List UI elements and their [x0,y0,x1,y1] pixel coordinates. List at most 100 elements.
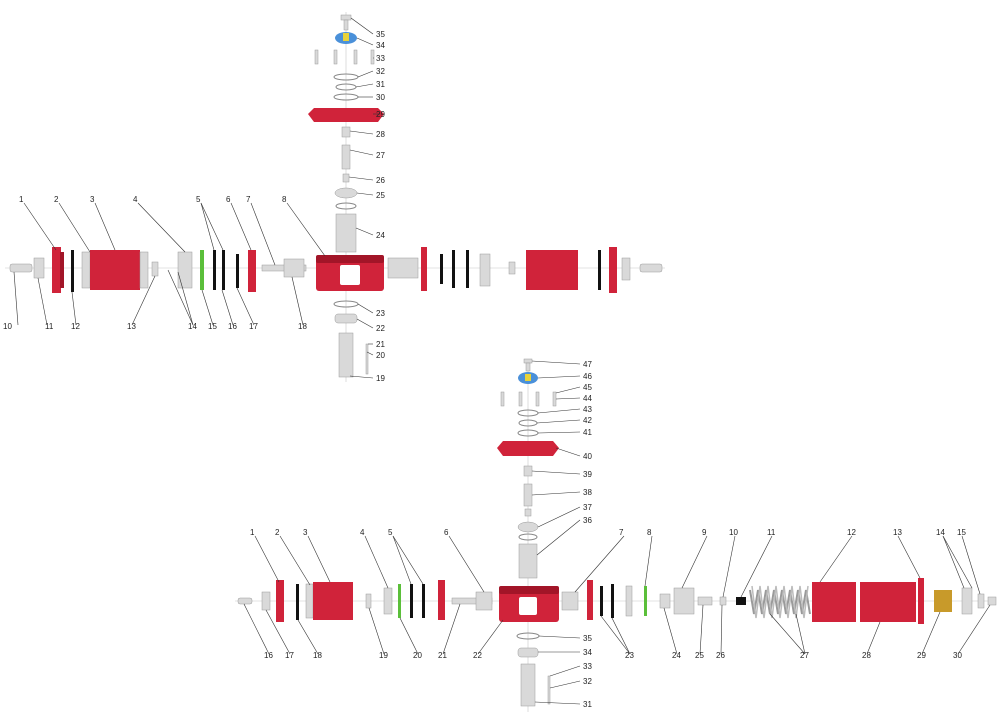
top-rack-piston-right [421,247,427,291]
label-top-26: 26 [376,176,385,185]
label-bottom-20: 20 [413,651,422,660]
label-bottom-28: 28 [862,651,871,660]
label-top-34: 34 [376,41,385,50]
bottom-piston-seal-a [410,584,413,618]
label-top-15: 15 [208,322,217,331]
top-piston-seal-c [236,254,239,288]
bottom-end-cap-right-13 [918,578,924,624]
bottom-pinion-38 [523,483,533,507]
label-bottom-15: 15 [957,528,966,537]
bottom-spring-cartridge-9 [673,587,695,615]
bottom-end-cap-left [276,580,284,622]
bottom-assembly: 1 2 3 4 5 6 7 8 9 10 11 12 13 14 15 16 1… [235,358,997,712]
bottom-oring-left [296,584,299,620]
top-indicator-mark [343,33,349,41]
label-bottom-11: 11 [767,528,776,537]
bottom-springs-27 [749,585,811,619]
top-key-21 [365,343,369,375]
bottom-spring-rod-25 [697,596,713,606]
label-bottom-27: 27 [800,651,809,660]
bottom-key-32 [547,675,551,705]
bottom-bushing-34 [517,647,539,658]
bottom-cylinder-right-28 [812,582,916,622]
top-cylinder-left [90,250,140,290]
label-bottom-31: 31 [583,700,592,709]
label-top-11: 11 [45,322,54,331]
top-end-cap-right [609,247,617,293]
label-top-19: 19 [376,374,385,383]
bottom-piston-seal-b [422,584,425,618]
label-bottom-10: 10 [729,528,738,537]
top-rack-guide [283,258,305,278]
label-bottom-41: 41 [583,428,592,437]
label-top-4: 4 [133,195,138,204]
top-end-cap-left [52,247,61,293]
top-bushing-22 [334,313,358,324]
bottom-end-screw [237,597,253,605]
top-end-screw [9,263,33,273]
label-bottom-17: 17 [285,651,294,660]
top-cylinder-left-rim2 [139,251,149,289]
top-bolt-group-right [621,257,631,281]
bottom-plug-11 [736,597,746,605]
label-bottom-39: 39 [583,470,592,479]
bottom-bearing-39 [523,465,533,477]
label-bottom-46: 46 [583,372,592,381]
label-top-8: 8 [282,195,287,204]
bottom-washer-19 [365,593,372,609]
bottom-cylinder-left [313,582,353,620]
label-bottom-33: 33 [583,662,592,671]
label-top-25: 25 [376,191,385,200]
label-top-13: 13 [127,322,136,331]
label-top-2: 2 [54,195,59,204]
label-top-6: 6 [226,195,231,204]
top-ring-25 [334,187,358,199]
label-bottom-5: 5 [388,528,393,537]
label-top-29: 29 [376,110,385,119]
label-bottom-35: 35 [583,634,592,643]
top-screw-35-shank [343,19,349,31]
top-right-guide [387,257,419,279]
label-bottom-30: 30 [953,651,962,660]
label-bottom-36: 36 [583,516,592,525]
label-bottom-29: 29 [917,651,926,660]
bottom-end-washer-15 [977,593,985,609]
label-bottom-44: 44 [583,394,592,403]
bottom-right-seal-b [611,584,614,618]
bottom-cylinder-right-seam [856,582,860,622]
bottom-end-washer-14 [961,587,973,615]
label-bottom-4: 4 [360,528,365,537]
label-bottom-1: 1 [250,528,255,537]
bottom-labels: 1 2 3 4 5 6 7 8 9 10 11 12 13 14 15 16 1… [243,360,991,709]
label-bottom-16: 16 [264,651,273,660]
label-bottom-24: 24 [672,651,681,660]
top-bearing-28 [341,126,351,138]
label-bottom-37: 37 [583,503,592,512]
top-right-washer [508,261,516,275]
bottom-actuator-body-top [499,586,559,594]
top-washer-26 [342,173,350,183]
label-bottom-22: 22 [473,651,482,660]
bottom-spring-retainer-24 [659,593,671,609]
label-top-17: 17 [249,322,258,331]
top-guide-band [200,250,204,290]
label-bottom-23: 23 [625,651,634,660]
bottom-shaft-31 [520,663,536,707]
top-piston-washer [151,261,159,277]
label-bottom-43: 43 [583,405,592,414]
label-top-14: 14 [188,322,197,331]
top-right-seal-c [466,250,469,288]
bottom-washer-37 [524,508,532,517]
bottom-screw-47-shank [525,362,531,372]
bottom-washer-10 [719,596,727,606]
bottom-piston-left [383,587,393,615]
top-cover-29 [308,108,384,122]
label-bottom-42: 42 [583,416,592,425]
label-bottom-8: 8 [647,528,652,537]
label-top-12: 12 [71,322,80,331]
label-bottom-25: 25 [695,651,704,660]
bottom-right-guide-band [644,586,647,616]
label-bottom-2: 2 [275,528,280,537]
label-bottom-14: 14 [936,528,945,537]
